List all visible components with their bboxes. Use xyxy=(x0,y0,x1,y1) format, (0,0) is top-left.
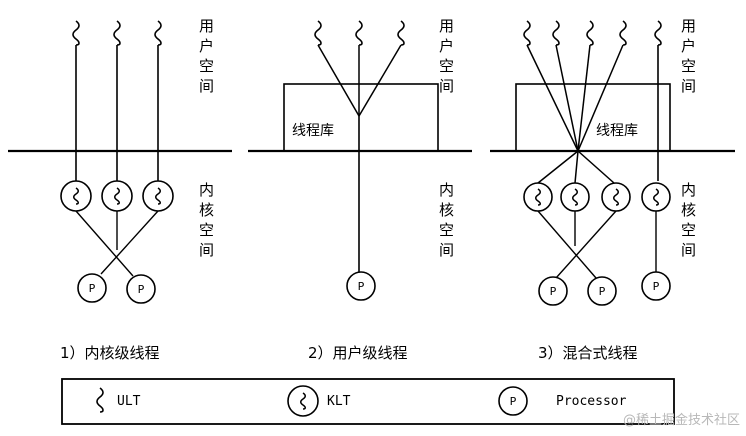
processor-icon: P xyxy=(77,273,107,303)
legend-ult-label: ULT xyxy=(117,394,141,409)
squiggle-icon xyxy=(96,387,104,413)
ult-icon xyxy=(113,20,121,46)
svg-text:间: 间 xyxy=(199,241,214,259)
svg-text:内: 内 xyxy=(439,181,454,199)
ult-icon xyxy=(586,20,594,46)
processor-label: P xyxy=(89,282,96,295)
ult-icon xyxy=(154,20,162,46)
processor-icon: P xyxy=(346,271,376,301)
processor-icon: P xyxy=(538,276,568,306)
mapping-line xyxy=(577,150,615,184)
klt-icon xyxy=(601,182,631,212)
svg-text:空: 空 xyxy=(439,57,454,75)
ult-icon xyxy=(619,20,627,46)
panel-kernel-level: P P 用 户 空 间 内 核 空 间 1）内核级线程 xyxy=(8,17,232,362)
legend-box xyxy=(61,378,675,425)
kernel-space-label: 内 核 空 间 xyxy=(199,181,214,259)
svg-text:户: 户 xyxy=(681,37,696,55)
mapping-line xyxy=(100,210,159,275)
klt-icon xyxy=(60,180,92,212)
mapping-line xyxy=(537,150,579,184)
svg-text:间: 间 xyxy=(199,77,214,95)
panel-user-level: 线程库 P 用 户 空 间 内 核 空 间 2）用户级线程 xyxy=(248,17,472,362)
svg-text:户: 户 xyxy=(439,37,454,55)
processor-icon: P xyxy=(587,276,617,306)
ult-icon xyxy=(72,20,80,46)
svg-text:核: 核 xyxy=(439,201,454,219)
thread-line xyxy=(526,44,579,152)
svg-text:间: 间 xyxy=(439,77,454,95)
caption-user-level: 2）用户级线程 xyxy=(308,344,408,362)
processor-icon: P xyxy=(126,274,156,304)
klt-icon xyxy=(142,180,174,212)
ult-icon xyxy=(397,20,405,46)
klt-icon xyxy=(641,182,671,212)
caption-kernel-level: 1）内核级线程 xyxy=(60,344,160,362)
thread-line xyxy=(317,44,360,117)
svg-text:核: 核 xyxy=(681,201,696,219)
svg-text:间: 间 xyxy=(681,77,696,95)
thread-library-label: 线程库 xyxy=(596,123,638,139)
thread-library-label: 线程库 xyxy=(292,123,334,139)
ult-icon xyxy=(654,20,662,46)
thread-line xyxy=(358,44,402,117)
klt-icon xyxy=(523,182,553,212)
user-space-label: 用 户 空 间 xyxy=(681,17,696,95)
svg-text:间: 间 xyxy=(681,241,696,259)
watermark: @稀土掘金技术社区 xyxy=(623,412,740,428)
svg-text:内: 内 xyxy=(681,181,696,199)
svg-text:空: 空 xyxy=(681,57,696,75)
caption-hybrid: 3）混合式线程 xyxy=(538,344,638,362)
legend-processor-label: Processor xyxy=(556,394,627,409)
svg-text:户: 户 xyxy=(199,37,214,55)
svg-text:空: 空 xyxy=(439,221,454,239)
klt-icon xyxy=(560,182,590,212)
svg-text:核: 核 xyxy=(199,201,214,219)
processor-label: P xyxy=(510,395,517,408)
ult-icon xyxy=(523,20,531,46)
processor-label: P xyxy=(550,285,557,298)
mapping-line xyxy=(555,210,617,279)
processor-label: P xyxy=(358,280,365,293)
circled-p-icon: P xyxy=(498,386,528,416)
mapping-line xyxy=(537,210,597,279)
thread-line xyxy=(577,44,624,152)
svg-text:用: 用 xyxy=(199,17,214,35)
svg-text:空: 空 xyxy=(681,221,696,239)
ult-icon xyxy=(314,20,322,46)
svg-text:间: 间 xyxy=(439,241,454,259)
user-space-label: 用 户 空 间 xyxy=(439,17,454,95)
mapping-line xyxy=(75,210,134,277)
processor-label: P xyxy=(138,283,145,296)
thread-line xyxy=(577,44,591,152)
ult-icon xyxy=(355,20,363,46)
panel-hybrid: 线程库 P P P xyxy=(490,17,735,362)
klt-icon xyxy=(101,180,133,212)
mapping-line xyxy=(574,150,579,184)
processor-label: P xyxy=(653,280,660,293)
ult-icon xyxy=(552,20,560,46)
legend-klt-label: KLT xyxy=(327,394,351,409)
svg-text:用: 用 xyxy=(439,17,454,35)
kernel-space-label: 内 核 空 间 xyxy=(439,181,454,259)
processor-icon: P xyxy=(641,271,671,301)
legend: ULT KLT P Processor xyxy=(61,378,675,425)
svg-text:内: 内 xyxy=(199,181,214,199)
circled-squiggle-icon xyxy=(287,385,319,417)
svg-text:空: 空 xyxy=(199,221,214,239)
processor-label: P xyxy=(599,285,606,298)
svg-text:空: 空 xyxy=(199,57,214,75)
thread-line xyxy=(555,44,579,152)
kernel-space-label: 内 核 空 间 xyxy=(681,181,696,259)
svg-text:用: 用 xyxy=(681,17,696,35)
thread-library-box xyxy=(283,83,439,152)
user-space-label: 用 户 空 间 xyxy=(199,17,214,95)
